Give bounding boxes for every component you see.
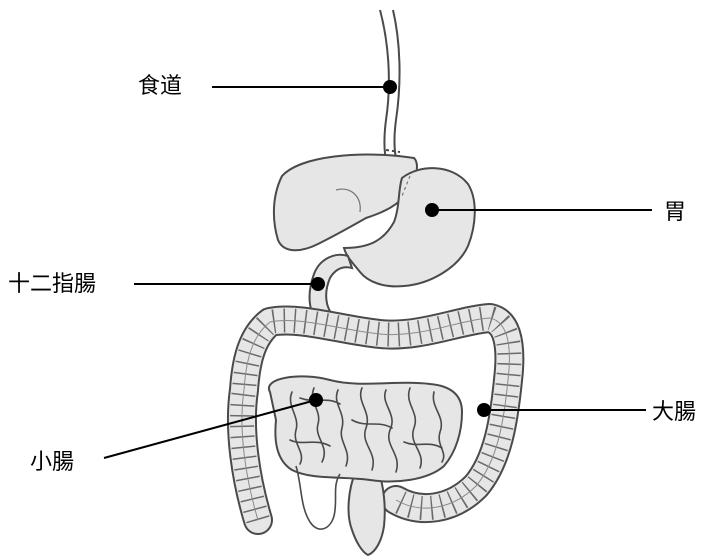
- marker-dot-large-intestine: [477, 403, 491, 417]
- label-esophagus: 食道: [138, 76, 182, 98]
- marker-dot-esophagus: [383, 80, 397, 94]
- label-duodenum: 十二指腸: [8, 274, 96, 296]
- label-stomach: 胃: [664, 202, 686, 224]
- marker-dot-small-intestine: [309, 393, 323, 407]
- label-small-intestine: 小腸: [30, 452, 74, 474]
- label-large-intestine: 大腸: [652, 402, 696, 424]
- rectum-shape: [349, 470, 385, 555]
- marker-dot-duodenum: [311, 277, 325, 291]
- marker-dot-stomach: [425, 203, 439, 217]
- small-intestine-shape: [269, 376, 462, 481]
